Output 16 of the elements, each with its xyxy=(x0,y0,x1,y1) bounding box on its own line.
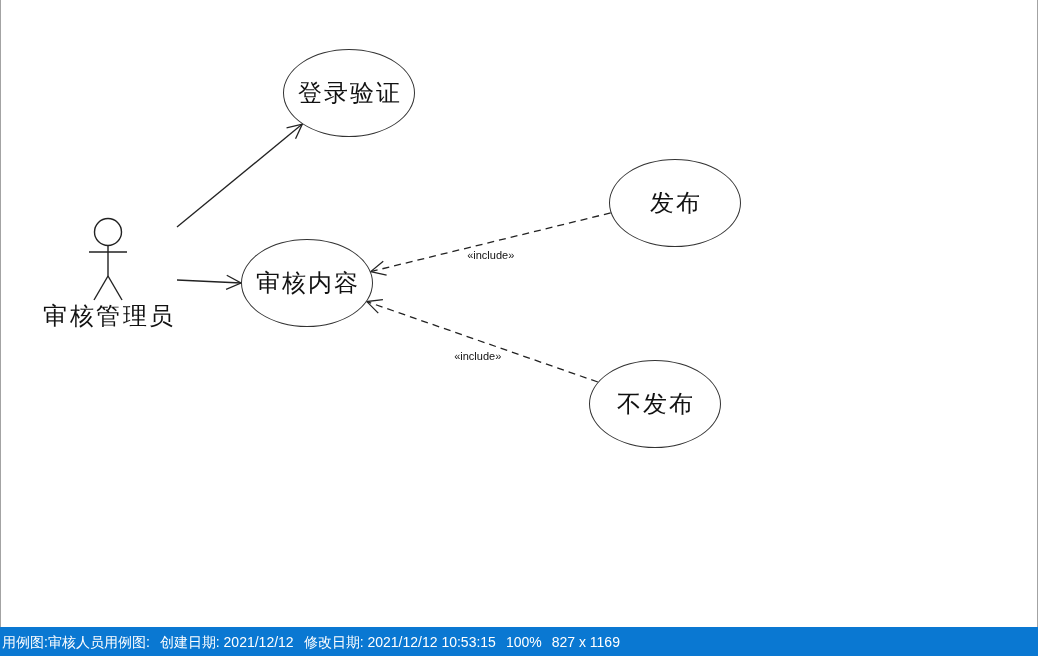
status-text: 修改日期: 2021/12/12 10:53:15 xyxy=(303,632,496,651)
status-text: 100% xyxy=(505,632,542,651)
use-case-name: 登录验证 xyxy=(297,78,402,108)
use-case-name: 不发布 xyxy=(616,389,695,419)
edge-label: «include» xyxy=(454,349,502,363)
edge-label: «include» xyxy=(467,248,515,262)
arrow xyxy=(176,274,242,291)
dashed-arrow xyxy=(370,212,612,276)
status-text: 创建日期: 2021/12/12 xyxy=(159,632,294,651)
use-case-name: 发布 xyxy=(649,188,702,218)
use-case-name: 审核内容 xyxy=(255,268,360,298)
status-text: 827 x 1169 xyxy=(551,632,620,651)
actor-name: 审核管理员 xyxy=(42,302,176,330)
status-text: 用例图:审核人员用例图: xyxy=(2,632,150,651)
arrow xyxy=(176,123,303,228)
dashed-arrow xyxy=(366,299,599,383)
